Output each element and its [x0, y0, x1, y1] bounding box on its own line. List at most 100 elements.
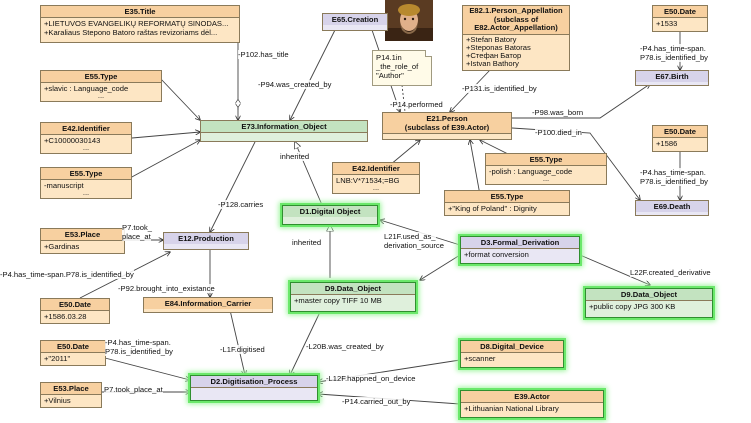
p14-performed-label: -P14.performed — [390, 100, 443, 109]
d9-data-object-public-class[interactable]: D9.Data_Object +public copy JPG 300 KB — [585, 288, 713, 318]
d2-digitisation-process-class[interactable]: D2.Digitisation_Process — [190, 375, 318, 401]
p4-top-label-b: P78.is_identified_by — [640, 53, 708, 62]
class-header: E55.Type — [486, 154, 606, 166]
e55-type-king-class[interactable]: E55.Type +"King of Poland" : Dignity — [444, 190, 570, 216]
p4-low-label-b: P78.is_identified_by — [105, 347, 173, 356]
class-header-sub: E82.Actor_Appellation) — [474, 23, 558, 32]
class-header: E50.Date — [41, 299, 109, 311]
e12-production-class[interactable]: E12.Production — [163, 232, 249, 250]
e73-information-object-class[interactable]: E73.Information_Object — [200, 120, 368, 142]
role-note: P14.1in _the_role_of "Author" — [372, 50, 432, 86]
class-header: E55.Type — [41, 168, 131, 180]
class-header: E82.1.Person_Appellation — [469, 6, 563, 15]
p128-label: -P128.carries — [218, 200, 264, 209]
class-header: E39.Actor — [461, 391, 603, 403]
e82-person-appellation-class[interactable]: E82.1.Person_Appellation (subclass of E8… — [462, 5, 570, 71]
e42-identifier-lnb-class[interactable]: E42.Identifier LNB:V*71534;=BG ... — [332, 162, 420, 194]
p98-label: -P98.was_born — [532, 108, 584, 117]
d9-data-object-master-class[interactable]: D9.Data_Object +master copy TIFF 10 MB — [290, 282, 416, 312]
class-header: E21.Person — [426, 114, 468, 123]
class-header: E53.Place — [41, 229, 124, 241]
e55-type-polish-class[interactable]: E55.Type -polish : Language_code ... — [485, 153, 607, 185]
class-header: E50.Date — [653, 126, 707, 138]
inherited-label-2: inherited — [292, 238, 322, 247]
e67-birth-class[interactable]: E67.Birth — [635, 70, 709, 86]
attribute-row: +"King of Poland" : Dignity — [448, 204, 537, 213]
class-header: D1.Digital Object — [283, 206, 377, 217]
d8-digital-device-class[interactable]: D8.Digital_Device +scanner — [460, 340, 564, 368]
l22f-label: L22F.created_derivative — [630, 268, 711, 277]
p100-label: -P100.died_in — [535, 128, 582, 137]
e55-type-manuscript-class[interactable]: E55.Type -manuscript ... — [40, 167, 132, 199]
l21f-label-b: derivation_source — [384, 241, 444, 250]
attribute-row: +1586.03.28 — [44, 312, 87, 321]
e65-creation-class[interactable]: E65.Creation — [322, 13, 388, 31]
p92-label: -P92.brought_into_existance — [118, 284, 215, 293]
class-header: E12.Production — [164, 233, 248, 244]
e53-place-vilnius-class[interactable]: E53.Place +Vilnius — [40, 382, 102, 408]
e35-title-class[interactable]: E35.Title +LIETUVOS EVANGELIKŲ REFORMATŲ… — [40, 5, 240, 43]
l1f-label: -L1F.digitised — [220, 345, 265, 354]
attribute-row: +Istvan Bathory — [466, 60, 519, 69]
attribute-row: +public copy JPG 300 KB — [589, 302, 676, 311]
e50-date-1533-class[interactable]: E50.Date +1533 — [652, 5, 708, 32]
e84-information-carrier-class[interactable]: E84.Information_Carrier — [143, 297, 273, 313]
e55-type-slavic-class[interactable]: E55.Type +slavic : Language_code ... — [40, 70, 162, 102]
d3-formal-derivation-class[interactable]: D3.Formal_Derivation +format conversion — [460, 236, 580, 264]
class-header: D9.Data_Object — [586, 289, 712, 301]
p4-top-label-a: -P4.has_time-span. — [640, 44, 706, 53]
e21-person-class[interactable]: E21.Person (subclass of E39.Actor) — [382, 112, 512, 140]
note-line: "Author" — [376, 71, 404, 80]
attribute-row: +Karaliaus Stepono Batoro raštas revizor… — [44, 28, 218, 37]
p7-top-label-b: place_at — [122, 232, 151, 241]
class-header: E84.Information_Carrier — [144, 298, 272, 309]
portrait-icon — [385, 0, 433, 41]
note-line: P14.1in — [376, 53, 402, 62]
e50-date-1586-class[interactable]: E50.Date +1586 — [652, 125, 708, 152]
e42-identifier-left-class[interactable]: E42.Identifier +C10000030143 ... — [40, 122, 132, 154]
attribute-row: +"2011" — [44, 354, 71, 363]
p4-mid-label-a: -P4.has_time-span. — [640, 168, 706, 177]
ellipsis: ... — [97, 91, 105, 100]
attribute-row: -manuscript — [44, 181, 84, 190]
attribute-row: LNB:V*71534;=BG — [336, 176, 400, 185]
class-header: E55.Type — [445, 191, 569, 203]
p4-left-label: -P4.has_time-span.P78.is_identified_by — [0, 270, 134, 279]
class-header-sub: (subclass of E39.Actor) — [404, 123, 490, 132]
class-header: D3.Formal_Derivation — [461, 237, 579, 249]
e69-death-class[interactable]: E69.Death — [635, 200, 709, 216]
class-header: E42.Identifier — [41, 123, 131, 135]
p14-carried-label: -P14.carried_out_by — [342, 397, 411, 406]
attribute-row: +Lithuanian National Library — [464, 404, 559, 413]
attribute-row: +format conversion — [464, 250, 529, 259]
class-header: E73.Information_Object — [201, 121, 367, 133]
attribute-row: +C10000030143 — [44, 136, 101, 145]
ellipsis: ... — [542, 174, 550, 183]
l20b-label: -L20B.was_created_by — [306, 342, 384, 351]
attribute-row: +1586 — [656, 139, 678, 148]
class-header: E65.Creation — [323, 14, 387, 25]
inherited-label-1: inherited — [280, 152, 310, 161]
class-header: D9.Data_Object — [291, 283, 415, 295]
ellipsis: ... — [82, 188, 90, 197]
attribute-row: +Steponas Batoras — [466, 43, 531, 52]
e50-date-2011-class[interactable]: E50.Date +"2011" — [40, 340, 106, 366]
attribute-row: +Vilnius — [44, 396, 71, 405]
attribute-row: +Stefan Batory — [466, 35, 517, 44]
attribute-row: +slavic : Language_code — [44, 84, 129, 93]
note-line: _the_role_of — [376, 62, 419, 71]
class-header: E53.Place — [41, 383, 101, 395]
l12f-label: -L12F.happned_on_device — [326, 374, 416, 383]
attribute-row: +1533 — [656, 19, 678, 28]
ellipsis: ... — [82, 143, 90, 152]
e39-actor-class[interactable]: E39.Actor +Lithuanian National Library — [460, 390, 604, 418]
l21f-label-a: L21F.used_as_ — [384, 232, 436, 241]
d1-digital-object-class[interactable]: D1.Digital Object — [282, 205, 378, 225]
class-header: E69.Death — [636, 201, 708, 212]
e50-date-158603-class[interactable]: E50.Date +1586.03.28 — [40, 298, 110, 324]
e53-place-gardinas-class[interactable]: E53.Place +Gardinas — [40, 228, 125, 254]
p7-top-label-a: P7.took_ — [122, 223, 152, 232]
p94-label: -P94.was_created_by — [258, 80, 332, 89]
class-header-sub: (subclass of — [493, 14, 539, 24]
